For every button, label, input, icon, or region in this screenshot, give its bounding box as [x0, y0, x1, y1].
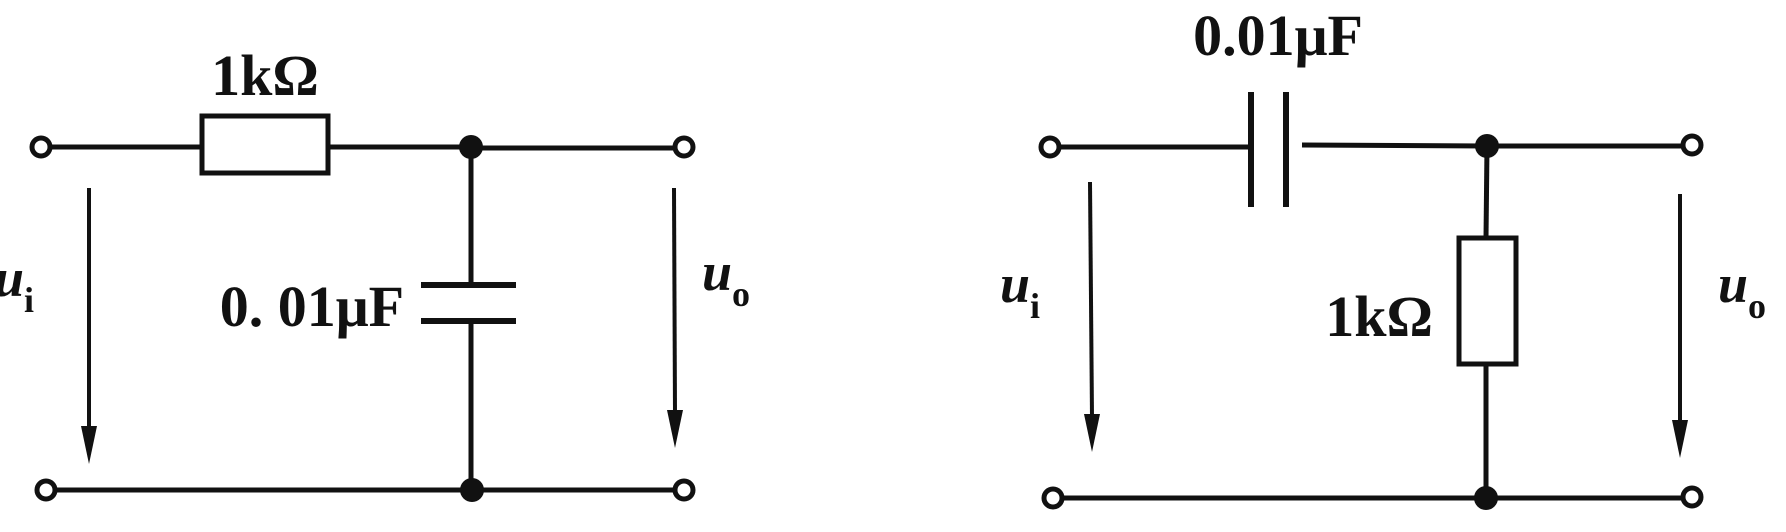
highpass-input-voltage-label: ui [1000, 254, 1040, 326]
lowpass-input-voltage-label: ui [0, 248, 34, 320]
highpass-branch-upper [1483, 145, 1490, 239]
highpass-input-terminal-top [1038, 135, 1062, 159]
lowpass-output-terminal-bottom [672, 478, 696, 502]
highpass-circuit: 0.01μF 1kΩ ui uo [1000, 3, 1766, 510]
highpass-input-sub: i [1030, 286, 1040, 326]
highpass-capacitor-label: 0.01μF [1193, 3, 1363, 68]
highpass-output-terminal-top [1680, 133, 1704, 157]
lowpass-input-sub: i [24, 280, 34, 320]
lowpass-resistor [199, 113, 331, 176]
lowpass-resistor-label: 1kΩ [211, 43, 319, 108]
lowpass-output-sub: o [732, 274, 750, 314]
highpass-output-var: u [1718, 254, 1748, 314]
highpass-input-terminal-bottom [1041, 486, 1065, 510]
highpass-bottom-node [1474, 486, 1498, 510]
lowpass-output-terminal-top [672, 135, 696, 159]
lowpass-circuit: 1kΩ 0. 01μF ui uo [0, 43, 750, 502]
highpass-output-terminal-bottom [1680, 485, 1704, 509]
lowpass-output-arrow-shaft [672, 187, 677, 416]
highpass-input-arrow-head [1084, 414, 1100, 452]
lowpass-capacitor-label: 0. 01μF [220, 274, 404, 339]
lowpass-input-terminal-bottom [34, 478, 58, 502]
highpass-output-sub: o [1748, 286, 1766, 326]
lowpass-input-var: u [0, 248, 24, 308]
lowpass-bottom-node [460, 478, 484, 502]
lowpass-top-node [459, 135, 483, 159]
highpass-input-arrow-shaft [1088, 181, 1094, 419]
highpass-output-voltage-label: uo [1718, 254, 1766, 326]
highpass-resistor-label: 1kΩ [1325, 284, 1433, 349]
highpass-input-var: u [1000, 254, 1030, 314]
lowpass-output-voltage-label: uo [702, 242, 750, 314]
highpass-resistor [1456, 235, 1519, 367]
highpass-output-arrow-head [1672, 420, 1688, 458]
lowpass-input-terminal-top [29, 135, 53, 159]
lowpass-output-arrow-head [667, 410, 683, 448]
highpass-top-node [1475, 134, 1499, 158]
lowpass-input-arrow-head [81, 426, 97, 464]
lowpass-output-var: u [702, 242, 732, 302]
highpass-top-wire-mid [1301, 142, 1488, 149]
